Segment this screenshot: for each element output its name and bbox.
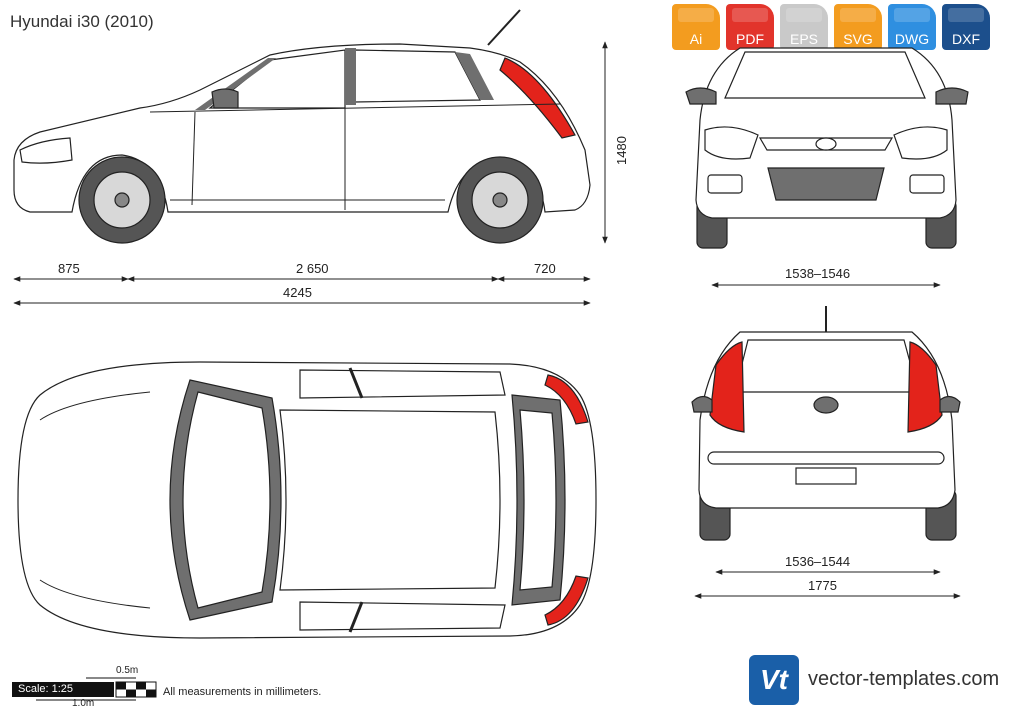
brand-logo-icon[interactable]: Vt bbox=[749, 655, 799, 705]
front-fog-right bbox=[909, 174, 945, 194]
format-downloads: Ai PDF EPS SVG DWG DXF bbox=[672, 4, 990, 50]
rear-view bbox=[691, 306, 961, 541]
dim-width: 1775 bbox=[808, 578, 837, 593]
rear-plate bbox=[795, 467, 857, 485]
front-windshield bbox=[724, 51, 926, 99]
brand-name-link[interactable]: vector-templates.com bbox=[808, 668, 1000, 690]
top-hood-crease-2 bbox=[39, 579, 151, 609]
front-fog-left bbox=[707, 174, 743, 194]
top-side-window-right bbox=[299, 601, 506, 631]
dim-length: 4245 bbox=[283, 285, 312, 300]
front-mirror-left bbox=[685, 87, 717, 105]
dim-wheelbase: 2 650 bbox=[296, 261, 329, 276]
rear-dimensions bbox=[694, 569, 961, 599]
side-pillar-b bbox=[345, 48, 356, 105]
dim-front-overhang: 875 bbox=[58, 261, 80, 276]
side-antenna bbox=[487, 9, 521, 46]
side-dimensions bbox=[13, 41, 608, 306]
top-pillar-left bbox=[348, 367, 364, 399]
format-pdf-button[interactable]: PDF bbox=[726, 4, 774, 50]
rear-mirror-right bbox=[939, 395, 961, 413]
front-badge bbox=[815, 137, 837, 151]
format-ai-button[interactable]: Ai bbox=[672, 4, 720, 50]
front-headlight-right bbox=[893, 126, 948, 160]
rear-mirror-left bbox=[691, 395, 713, 413]
format-eps-button[interactable]: EPS bbox=[780, 4, 828, 50]
scale-full-label: 1.0m bbox=[72, 698, 95, 709]
rear-badge bbox=[813, 396, 839, 414]
side-wheel-front-hub bbox=[114, 192, 130, 208]
front-grille-lower bbox=[767, 167, 885, 201]
dim-rear-track: 1536–1544 bbox=[785, 554, 850, 569]
scale-half-label: 0.5m bbox=[116, 665, 139, 676]
top-windshield-glass bbox=[182, 391, 271, 609]
top-taillight-right bbox=[544, 575, 589, 626]
top-view bbox=[17, 361, 597, 639]
scale-label: Scale: 1:25 bbox=[12, 682, 114, 697]
side-beltline bbox=[149, 103, 561, 113]
front-mirror-right bbox=[935, 87, 969, 105]
side-headlight bbox=[19, 137, 73, 164]
side-pillar-c bbox=[455, 52, 494, 100]
measurement-note: All measurements in millimeters. bbox=[163, 686, 322, 698]
format-dwg-button[interactable]: DWG bbox=[888, 4, 936, 50]
front-headlight-left bbox=[704, 126, 759, 160]
side-door-front bbox=[191, 111, 196, 206]
top-rear-glass-inner bbox=[519, 409, 557, 591]
rear-taillight-left bbox=[709, 341, 745, 433]
top-pillar-right bbox=[348, 601, 364, 633]
dim-front-track: 1538–1546 bbox=[785, 266, 850, 281]
front-view bbox=[685, 47, 969, 249]
top-side-window-left bbox=[299, 369, 506, 399]
side-mirror bbox=[211, 88, 239, 109]
side-taillight bbox=[499, 57, 576, 139]
scale-bar bbox=[36, 677, 157, 701]
format-dxf-button[interactable]: DXF bbox=[942, 4, 990, 50]
side-wheel-rear-hub bbox=[492, 192, 508, 208]
format-svg-button[interactable]: SVG bbox=[834, 4, 882, 50]
top-roof bbox=[279, 409, 501, 591]
dim-height: 1480 bbox=[614, 136, 629, 165]
dim-rear-overhang: 720 bbox=[534, 261, 556, 276]
rear-glass bbox=[734, 339, 919, 393]
page-title: Hyundai i30 (2010) bbox=[10, 12, 154, 31]
rear-taillight-right bbox=[907, 341, 943, 433]
side-view bbox=[13, 9, 591, 244]
top-taillight-left bbox=[544, 374, 589, 425]
rear-bumper-line bbox=[707, 451, 945, 465]
top-hood-crease bbox=[39, 391, 151, 421]
